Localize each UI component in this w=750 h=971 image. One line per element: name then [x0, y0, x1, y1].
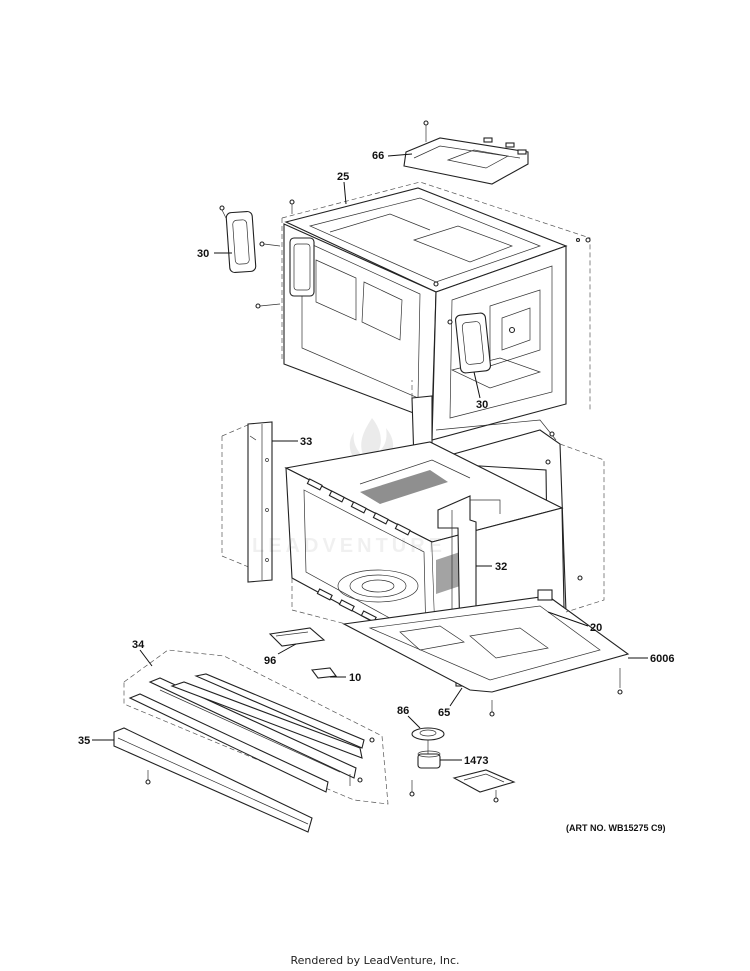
rail-kit-group	[123, 649, 389, 805]
callout-65: 65	[438, 707, 450, 719]
callout-96: 96	[264, 655, 276, 667]
small-plate-96	[268, 627, 326, 647]
callout-10: 10	[349, 672, 361, 684]
callout-33: 33	[300, 436, 312, 448]
callout-30-left: 30	[197, 248, 209, 260]
gasket-right	[447, 312, 492, 374]
motor-cover-plate	[409, 769, 516, 803]
callout-66: 66	[372, 150, 384, 162]
callout-6006: 6006	[650, 653, 674, 665]
oven-cavity-assembly	[284, 380, 630, 717]
callout-34: 34	[132, 639, 145, 651]
art-number: (ART NO. WB15275 C9)	[566, 823, 666, 833]
upper-cabinet	[255, 181, 591, 441]
callout-25: 25	[337, 171, 349, 183]
gasket-left	[219, 205, 257, 274]
side-trim-strip	[221, 421, 273, 583]
callout-32: 32	[495, 561, 507, 573]
turntable-coupler	[411, 727, 445, 754]
watermark-text: LEADVENTURE	[252, 535, 447, 557]
callout-20: 20	[590, 622, 602, 634]
callout-1473: 1473	[464, 755, 488, 767]
callout-labels: 66 25 30 30 33 32 20 6006 34 96 10 86 65…	[78, 150, 674, 767]
callout-30-right: 30	[476, 399, 488, 411]
frame-slots	[306, 478, 411, 634]
front-trim-bar	[113, 727, 313, 833]
leader-lines	[92, 153, 648, 761]
small-plate-10	[310, 667, 338, 679]
turntable-motor	[417, 750, 441, 769]
callout-86: 86	[397, 705, 409, 717]
callout-35: 35	[78, 735, 90, 747]
footer-credit: Rendered by LeadVenture, Inc.	[290, 954, 460, 967]
top-cover-plate	[403, 120, 529, 185]
